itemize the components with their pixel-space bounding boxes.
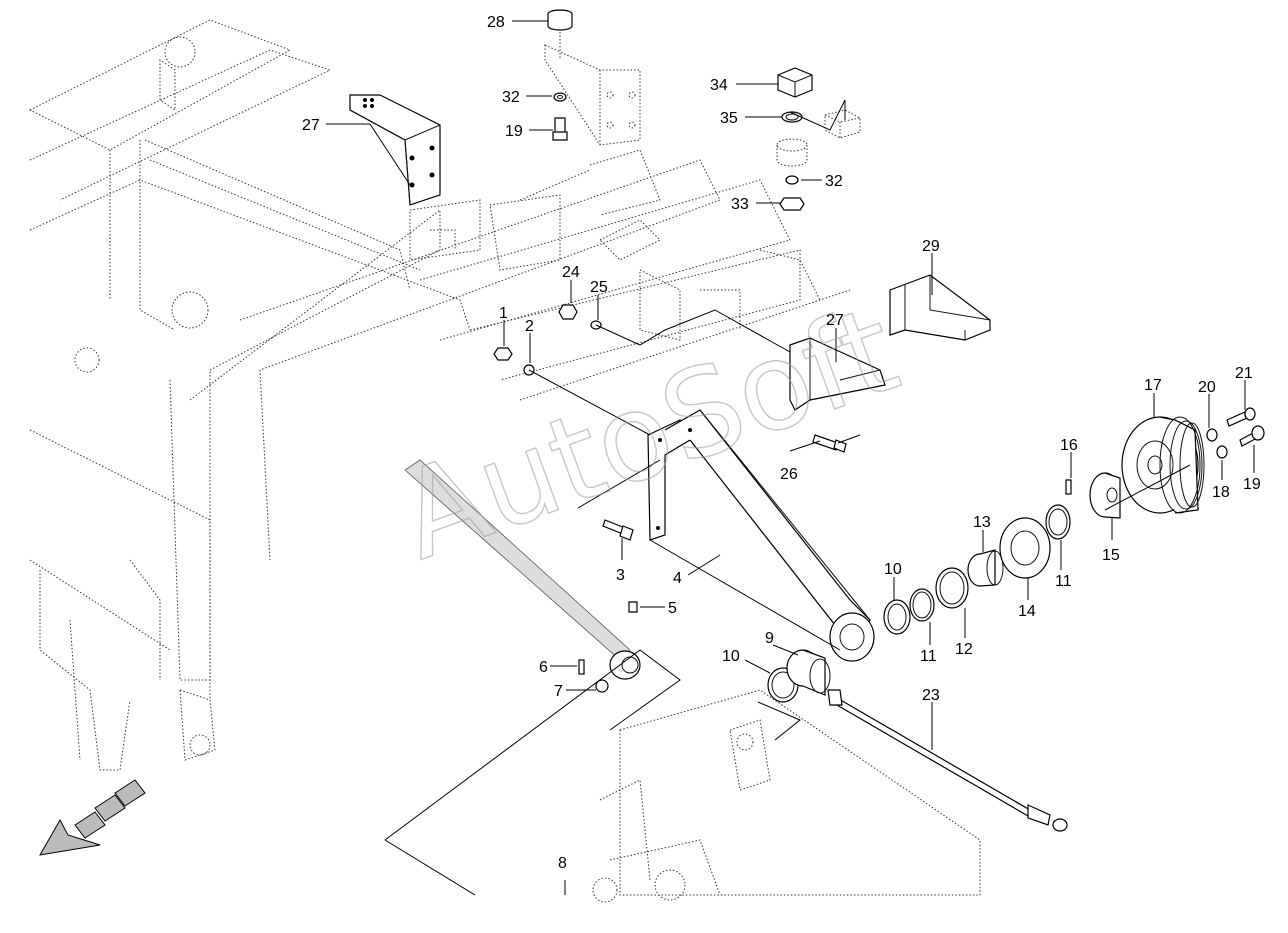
callout-16: 16 [1060, 437, 1078, 454]
part-3-bolt [602, 519, 634, 541]
part-29-bracket [889, 274, 991, 341]
part-5-grease-nipple [628, 601, 638, 613]
assembly-lines [384, 99, 1191, 896]
part-17-pulley [1121, 416, 1205, 514]
callout-14: 14 [1018, 603, 1036, 620]
part-27-bracket-upper [349, 94, 441, 206]
part-12-ring [935, 567, 969, 609]
callout-28: 28 [487, 14, 505, 31]
part-10-ring-upper [883, 599, 911, 635]
callout-3: 3 [616, 567, 625, 584]
callout-35: 35 [720, 110, 738, 127]
machine-frame [28, 19, 981, 903]
callout-29: 29 [922, 238, 940, 255]
callout-13: 13 [973, 514, 991, 531]
part-35-ring [781, 111, 803, 123]
part-1-nut [493, 347, 513, 361]
callout-20: 20 [1198, 379, 1216, 396]
part-21-bolt [1226, 407, 1256, 427]
direction-arrow [39, 779, 146, 856]
callout-11-upper: 11 [1055, 573, 1072, 590]
callout-10-upper: 10 [884, 561, 902, 578]
callout-23: 23 [922, 687, 940, 704]
part-7-ring [595, 679, 609, 693]
part-18-washer [1216, 445, 1228, 459]
part-23-grease-hose [827, 689, 1068, 832]
part-19-bolt-right [1239, 425, 1265, 447]
callout-6: 6 [539, 659, 548, 676]
part-9-bushing [786, 649, 831, 696]
part-34-cap [777, 67, 813, 98]
upper-bracket-dotted [544, 44, 641, 146]
callout-24: 24 [562, 264, 580, 281]
part-14-bearing-housing [999, 517, 1051, 579]
callout-4: 4 [673, 570, 682, 587]
pivot-hub [609, 650, 641, 680]
cylinder-dotted [776, 138, 808, 167]
callout-12: 12 [955, 641, 973, 658]
part-28-buffer [547, 9, 573, 60]
callout-labels: 28 32 19 27 34 35 32 33 29 24 25 1 2 27 … [302, 14, 1261, 872]
callout-27-upper: 27 [302, 117, 320, 134]
callout-19-right: 19 [1243, 476, 1261, 493]
part-27-bracket-right [789, 337, 886, 411]
part-6-pin [578, 659, 585, 675]
part-33-nut [779, 197, 805, 211]
callout-7: 7 [554, 683, 563, 700]
part-20-washer [1206, 428, 1218, 442]
part-11-circlip [909, 588, 935, 622]
callout-34: 34 [710, 77, 728, 94]
callout-2: 2 [525, 318, 534, 335]
callout-18: 18 [1212, 484, 1230, 501]
callout-10-lower: 10 [722, 648, 740, 665]
rubber-block [824, 109, 861, 139]
callout-8: 8 [558, 855, 567, 872]
callout-15: 15 [1102, 547, 1120, 564]
callout-26: 26 [780, 466, 798, 483]
part-26-bolt [812, 434, 847, 453]
callout-33: 33 [731, 196, 749, 213]
callout-25: 25 [590, 279, 608, 296]
callout-32-top: 32 [502, 89, 520, 106]
support-strap [404, 459, 631, 661]
callout-11-lower: 11 [920, 648, 937, 665]
part-15-hub [1089, 472, 1121, 519]
callout-27-right: 27 [826, 312, 844, 329]
callout-9: 9 [765, 630, 774, 647]
callout-leaders [326, 20, 1255, 750]
callout-5: 5 [668, 600, 677, 617]
callout-1: 1 [499, 305, 508, 322]
callout-21: 21 [1235, 365, 1253, 382]
part-32-washer [553, 92, 567, 102]
part-19-bolt-top [552, 117, 568, 141]
part-13-bushing [967, 549, 1004, 587]
part-24-nut [558, 304, 578, 320]
callout-17: 17 [1144, 377, 1162, 394]
callout-19-top: 19 [505, 123, 523, 140]
part-16-key [1065, 479, 1072, 495]
part-4-arm [647, 409, 875, 662]
part-11-circlip-upper [1045, 504, 1071, 540]
callout-32-right: 32 [825, 173, 843, 190]
part-32-washer-lower [785, 175, 799, 185]
